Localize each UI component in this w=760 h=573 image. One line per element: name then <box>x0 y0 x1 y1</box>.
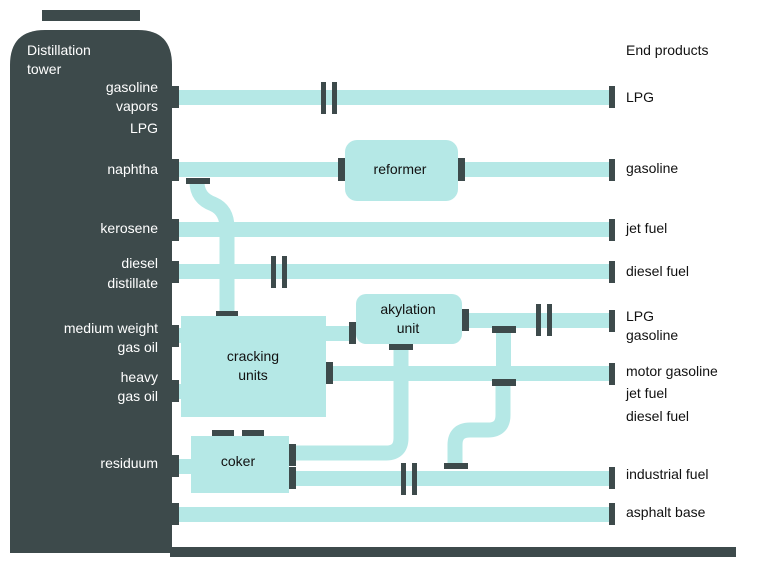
end-cap <box>609 310 615 332</box>
cracking-outlet <box>326 362 333 384</box>
pipe-naphtha-to-cracking <box>189 181 235 316</box>
cracking-label: cracking <box>227 348 279 364</box>
pipe-naphtha-reformer <box>178 162 344 177</box>
pipe-diesel <box>178 264 612 279</box>
end-cap <box>609 86 615 108</box>
tower-valve <box>171 219 179 241</box>
product-label-jet-fuel: jet fuel <box>625 220 667 236</box>
fraction-label-heavy-gas-oil: gas oil <box>118 388 158 404</box>
ground-line <box>170 547 736 557</box>
fraction-label-medium-gas-oil: medium weight <box>64 320 158 336</box>
pipe-lpg <box>178 90 612 105</box>
coker-top-port <box>212 430 234 436</box>
product-label-motor-gasoline: motor gasoline <box>626 363 718 379</box>
alkylation-inlet <box>349 322 356 344</box>
alkylation-label: akylation <box>380 301 435 317</box>
end-cap <box>609 467 615 489</box>
coker-outlet <box>289 467 296 489</box>
inline-valve <box>547 304 552 336</box>
product-label-asphalt-base: asphalt base <box>626 504 706 520</box>
reformer-box <box>345 140 458 201</box>
product-label-gasoline: gasoline <box>626 327 678 343</box>
cracking-box <box>181 316 326 417</box>
tower-valve <box>171 325 179 347</box>
fraction-label-residuum: residuum <box>100 455 158 471</box>
coker-line-tap <box>444 463 468 469</box>
naphtha-tap <box>186 178 210 184</box>
pipe-reformer-gasoline <box>460 162 612 177</box>
inline-valve <box>412 463 417 495</box>
product-label-diesel-fuel: diesel fuel <box>626 408 689 424</box>
fraction-label-diesel: distillate <box>107 275 158 291</box>
inline-valve <box>271 256 276 288</box>
inline-valve <box>321 82 326 114</box>
branch-port-lower <box>492 379 516 386</box>
pipe-coker-to-alkylation <box>296 347 409 461</box>
fraction-label-heavy-gas-oil: heavy <box>121 369 158 385</box>
product-label-diesel-fuel: diesel fuel <box>626 263 689 279</box>
inline-valve <box>536 304 541 336</box>
distillation-tower <box>10 30 172 553</box>
reformer-label: reformer <box>374 161 427 177</box>
alkylation-outlet <box>462 309 469 331</box>
coker-top-port <box>242 430 264 436</box>
pipe-residuum <box>178 459 194 474</box>
product-label-gasoline: gasoline <box>626 160 678 176</box>
coker-label: coker <box>221 453 256 469</box>
alkylation-label: unit <box>397 320 420 336</box>
end-cap <box>609 219 615 241</box>
fraction-label-medium-gas-oil: gas oil <box>118 339 158 355</box>
end-cap <box>609 261 615 283</box>
fraction-label-lpg: LPG <box>130 120 158 136</box>
product-label-lpg: LPG <box>626 89 654 105</box>
pipe-coker-industrial <box>296 471 612 486</box>
coker-box <box>191 436 289 493</box>
pipe-vertical-branch <box>496 330 511 382</box>
branch-port-upper <box>492 326 516 333</box>
tower-valve <box>171 503 179 525</box>
tower-title: tower <box>27 61 62 77</box>
cracking-top-port <box>216 311 238 316</box>
tower-valve <box>171 455 179 477</box>
fraction-label-kerosene: kerosene <box>100 220 158 236</box>
end-cap <box>609 503 615 525</box>
pipe-heavy-gas-oil <box>176 384 184 399</box>
pipe-coker-line-to-branch <box>447 380 511 466</box>
pipe-kerosene <box>178 222 612 237</box>
fraction-label-gasoline: vapors <box>116 98 158 114</box>
alkylation-bottom-port <box>389 344 413 350</box>
fraction-label-naphtha: naphtha <box>107 161 158 177</box>
reformer-inlet <box>338 158 345 181</box>
end-cap <box>609 159 615 181</box>
product-label-jet-fuel: jet fuel <box>625 385 667 401</box>
tower-valve <box>171 380 179 402</box>
alkylation-box <box>356 294 462 344</box>
tower-valve <box>171 86 179 108</box>
pipe-cracking-alkylation <box>325 326 355 341</box>
reformer-outlet <box>458 158 465 181</box>
product-label-industrial-fuel: industrial fuel <box>626 466 709 482</box>
pipe-cracking-motor-gasoline <box>330 366 612 381</box>
pipe-asphalt <box>178 507 612 522</box>
end-products-header: End products <box>626 42 709 58</box>
inline-valve <box>282 256 287 288</box>
tower-valve <box>171 261 179 283</box>
tower-title: Distillation <box>27 42 91 58</box>
tower-valve <box>171 159 179 181</box>
end-cap <box>609 363 615 385</box>
inline-valve <box>332 82 337 114</box>
pipe-medium-gas-oil <box>176 328 184 343</box>
fraction-label-gasoline: gasoline <box>106 79 158 95</box>
inline-valve <box>401 463 406 495</box>
product-label-lpg: LPG <box>626 308 654 324</box>
tower-cap <box>42 10 140 21</box>
cracking-label: units <box>238 367 268 383</box>
fraction-label-diesel: diesel <box>121 255 158 271</box>
coker-outlet <box>289 444 296 466</box>
